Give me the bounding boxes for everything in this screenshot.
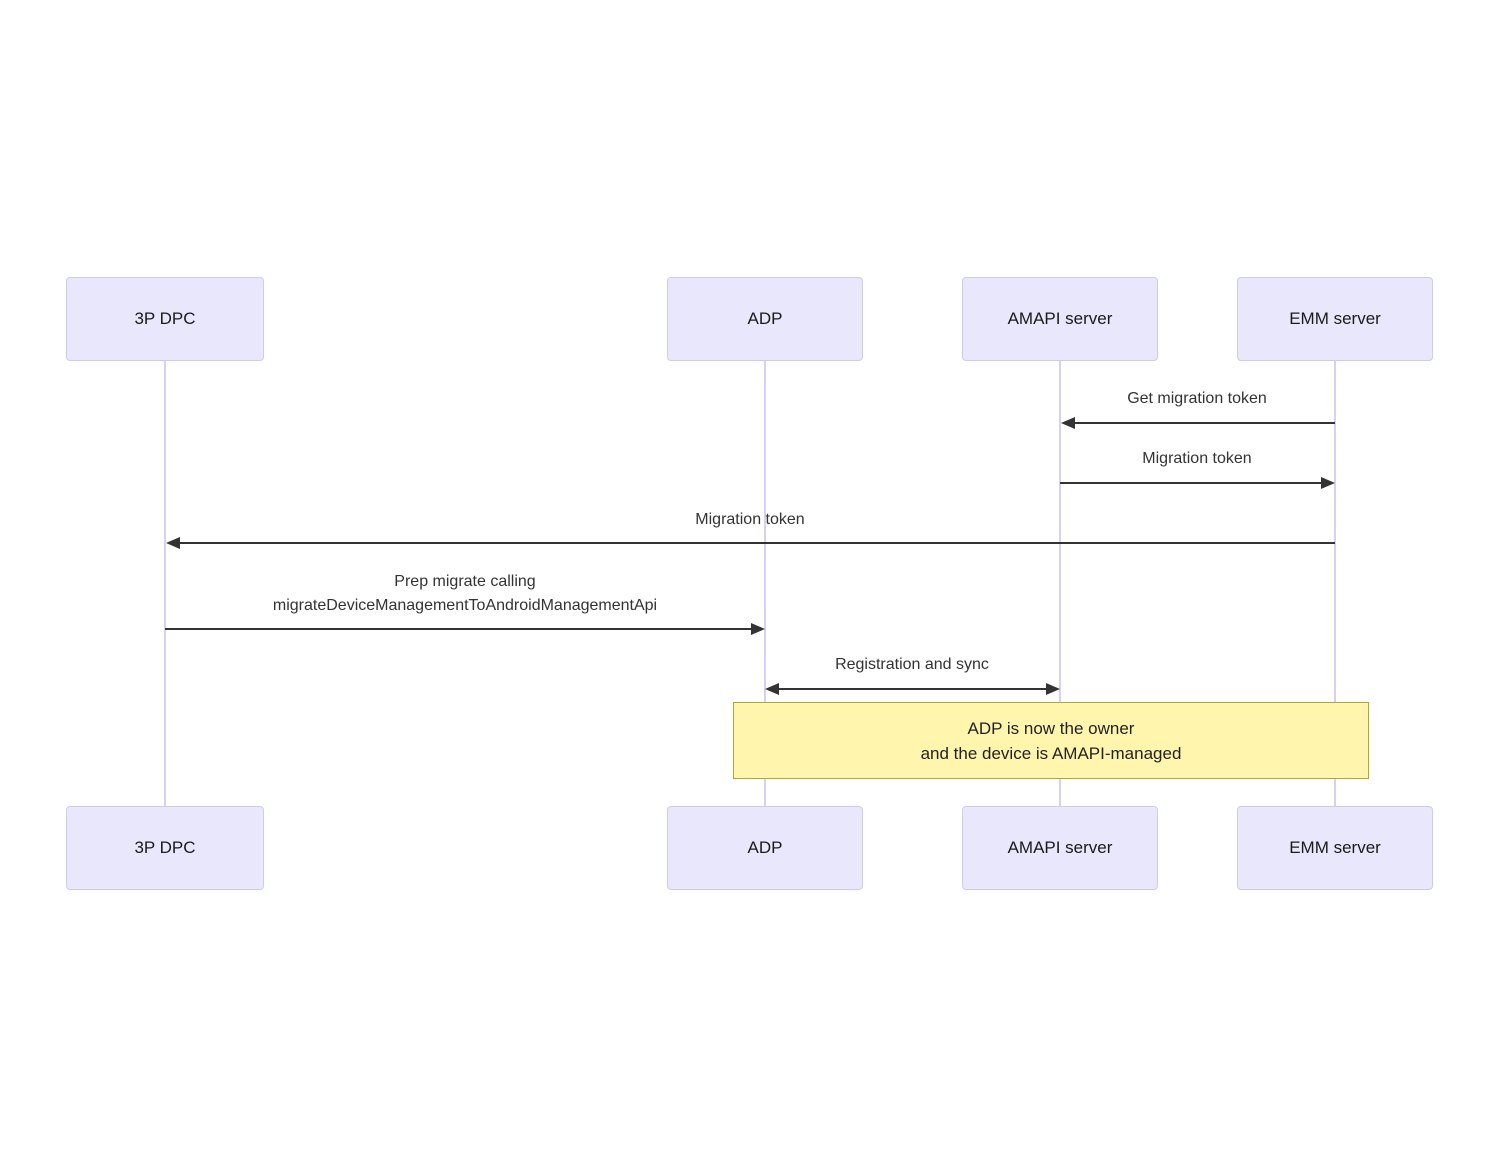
actor-label: ADP <box>747 309 783 328</box>
actor-adp-bottom: ADP <box>667 806 863 890</box>
message-line-migration-token-to-dpc <box>179 542 1335 544</box>
actor-amapi-server-top: AMAPI server <box>962 277 1158 361</box>
actor-label: EMM server <box>1289 838 1381 857</box>
message-label-line: migrateDeviceManagementToAndroidManageme… <box>272 597 658 614</box>
arrowhead-right-icon <box>1046 683 1060 695</box>
actor-label: ADP <box>747 838 783 857</box>
actor-label: AMAPI server <box>1007 309 1113 328</box>
note-line: ADP is now the owner <box>967 718 1135 738</box>
actor-adp-top: ADP <box>667 277 863 361</box>
arrowhead-left-icon <box>166 537 180 549</box>
actor-amapi-server-bottom: AMAPI server <box>962 806 1158 890</box>
actor-3p-dpc-bottom: 3P DPC <box>66 806 264 890</box>
actor-label: EMM server <box>1289 309 1381 328</box>
lifeline-emm-server <box>1334 361 1336 806</box>
actor-label: 3P DPC <box>134 309 196 328</box>
message-label-migration-token-to-dpc: Migration token <box>695 511 805 528</box>
lifeline-amapi-server <box>1059 361 1061 806</box>
arrowhead-left-icon <box>765 683 779 695</box>
message-label-prep-migrate: Prep migrate calling migrateDeviceManage… <box>165 570 765 618</box>
message-line-registration-and-sync <box>779 688 1046 690</box>
actor-3p-dpc-top: 3P DPC <box>66 277 264 361</box>
actor-emm-server-bottom: EMM server <box>1237 806 1433 890</box>
message-line-get-migration-token <box>1073 422 1335 424</box>
message-label-registration-and-sync: Registration and sync <box>835 656 989 673</box>
message-line-migration-token-to-emm <box>1060 482 1322 484</box>
lifeline-3p-dpc <box>164 361 166 806</box>
note-line: and the device is AMAPI-managed <box>920 743 1182 763</box>
message-label-get-migration-token: Get migration token <box>1127 390 1267 407</box>
message-label-line: Prep migrate calling <box>394 573 536 590</box>
message-label-migration-token-to-emm: Migration token <box>1142 450 1252 467</box>
actor-label: AMAPI server <box>1007 838 1113 857</box>
arrowhead-left-icon <box>1061 417 1075 429</box>
actor-emm-server-top: EMM server <box>1237 277 1433 361</box>
actor-label: 3P DPC <box>134 838 196 857</box>
message-line-prep-migrate <box>165 628 751 630</box>
note-adp-owner: ADP is now the owner and the device is A… <box>733 702 1369 779</box>
arrowhead-right-icon <box>751 623 765 635</box>
arrowhead-right-icon <box>1321 477 1335 489</box>
lifeline-adp <box>764 361 766 806</box>
